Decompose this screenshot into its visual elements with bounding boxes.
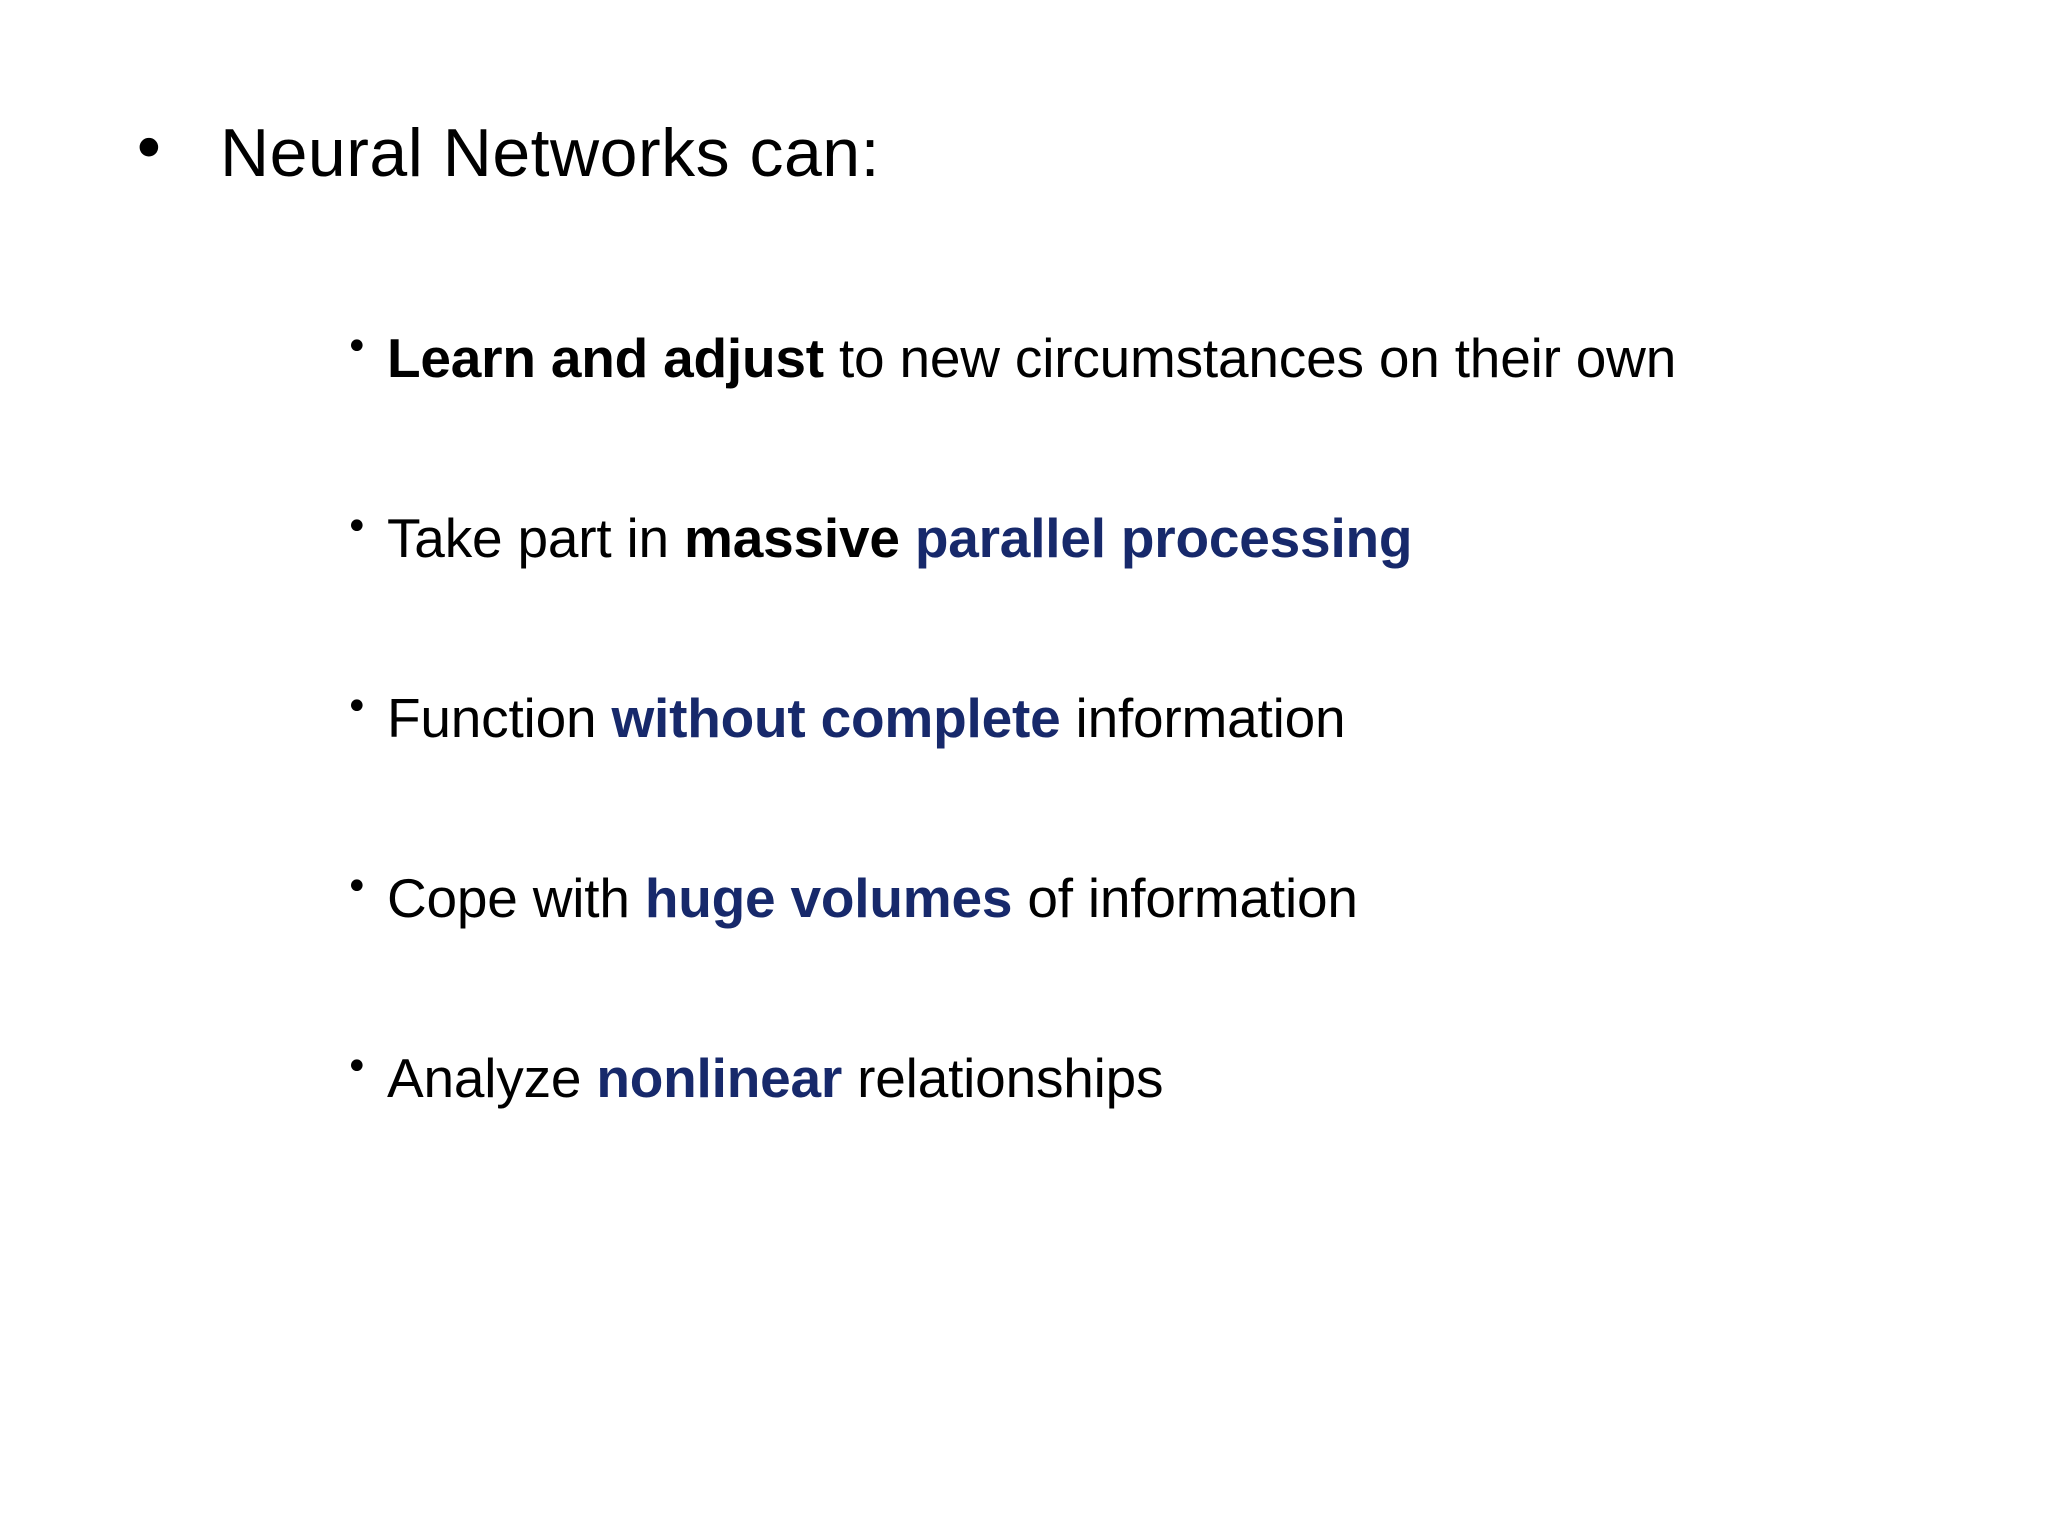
text-run-plain: to new circumstances on their own xyxy=(823,327,1677,389)
list-item: • Learn and adjust to new circumstances … xyxy=(345,310,1985,406)
bullet-list: • Learn and adjust to new circumstances … xyxy=(345,310,1985,1126)
text-run-plain: information xyxy=(1060,687,1346,749)
bullet-glyph-icon: • xyxy=(130,113,168,187)
bullet-glyph-icon: • xyxy=(345,1044,369,1090)
list-item-text: Analyze nonlinear relationships xyxy=(387,1030,1164,1126)
list-item-text: Learn and adjust to new circumstances on… xyxy=(387,310,1676,406)
text-run-plain: Cope with xyxy=(387,867,645,929)
bullet-glyph-icon: • xyxy=(345,684,369,730)
text-run-plain: Function xyxy=(387,687,612,749)
text-run-plain: Take part in xyxy=(387,507,684,569)
text-run-bold: Learn and adjust xyxy=(387,327,824,389)
text-run-navy: huge volumes xyxy=(644,867,1013,929)
bullet-glyph-icon: • xyxy=(345,864,369,910)
bullet-glyph-icon: • xyxy=(345,324,369,370)
text-run-navy: parallel processing xyxy=(914,507,1413,569)
title-bullet-row: • Neural Networks can: xyxy=(130,110,1930,196)
list-item-text: Function without complete information xyxy=(387,670,1346,766)
text-run-plain: of information xyxy=(1012,867,1358,929)
bullet-glyph-icon: • xyxy=(345,504,369,550)
list-item-text: Take part in massive parallel processing xyxy=(387,490,1413,586)
text-run-plain: Analyze xyxy=(387,1047,597,1109)
list-item: • Analyze nonlinear relationships xyxy=(345,1030,1985,1126)
list-item: • Take part in massive parallel processi… xyxy=(345,490,1985,586)
list-item: • Function without complete information xyxy=(345,670,1985,766)
text-run-navy: nonlinear xyxy=(596,1047,843,1109)
text-run-navy: without complete xyxy=(611,687,1061,749)
list-item: • Cope with huge volumes of information xyxy=(345,850,1985,946)
text-run-plain: relationships xyxy=(842,1047,1164,1109)
slide-title: Neural Networks can: xyxy=(220,115,881,191)
list-item-text: Cope with huge volumes of information xyxy=(387,850,1358,946)
text-run-bold: massive xyxy=(684,507,915,569)
